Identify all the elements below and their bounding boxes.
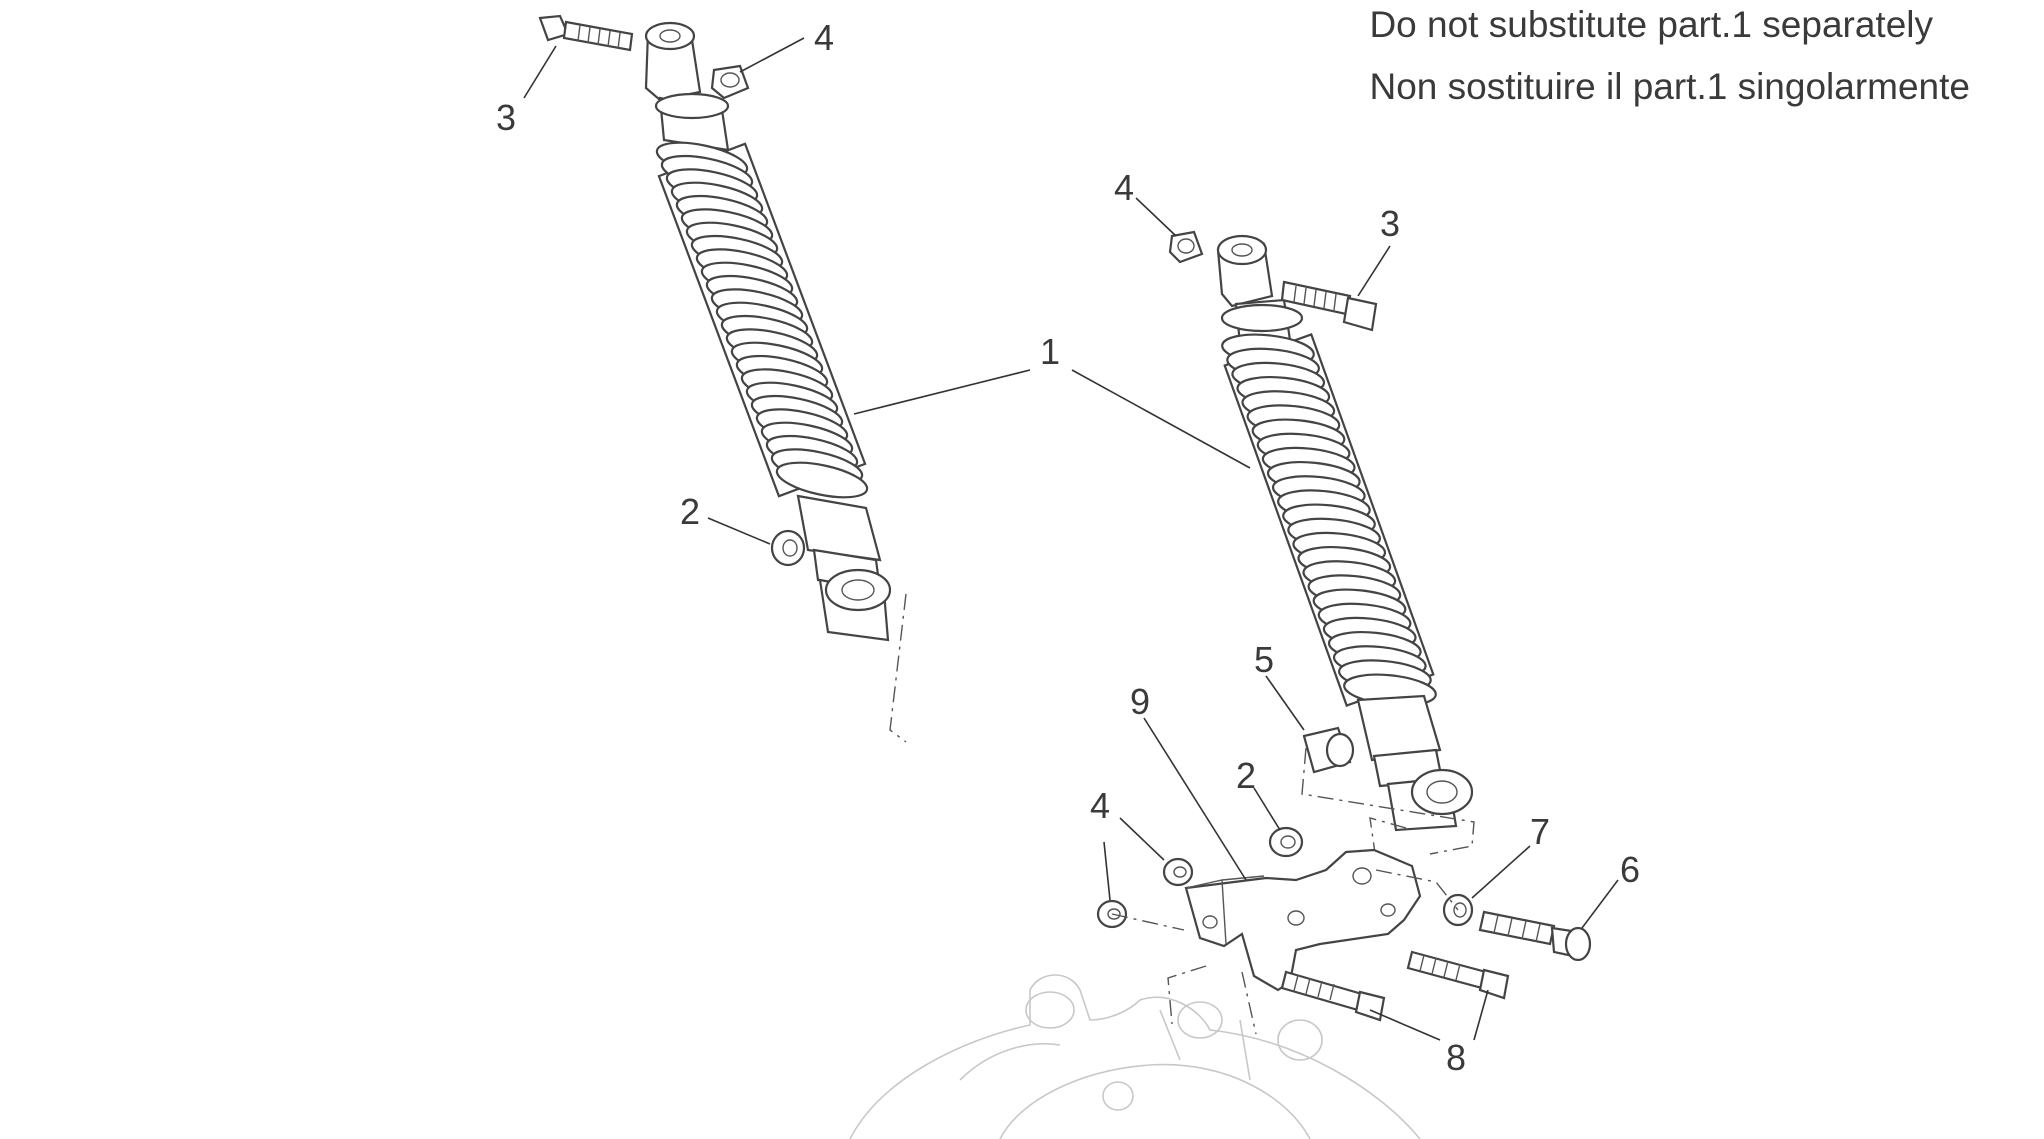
right-upper-nut: [1168, 230, 1204, 264]
left-upper-bolt: [538, 14, 634, 52]
mounting-bracket: [1184, 848, 1422, 992]
left-spring: [655, 141, 869, 499]
engine-casing-outline: [849, 974, 1421, 1139]
right-mount-axis-b: [1369, 817, 1407, 861]
bracket-mount-axis-left: [1111, 913, 1257, 1035]
note-italian: Non sostituire il part.1 singolarmente: [1369, 66, 1970, 107]
callout-2-bracket: 2: [1236, 755, 1256, 796]
callout-4-right: 4: [1114, 167, 1134, 208]
callout-1: 1: [1040, 331, 1060, 372]
bracket-nut-upper: [1162, 857, 1194, 887]
callout-2-left: 2: [680, 491, 700, 532]
callout-8: 8: [1446, 1037, 1466, 1078]
right-spring: [1221, 333, 1437, 707]
bracket-mount-axis-right: [1375, 869, 1459, 911]
callout-9: 9: [1130, 681, 1150, 722]
right-shock-absorber: [1216, 234, 1474, 832]
bracket-spacer: [1268, 826, 1304, 858]
bushing: [1302, 726, 1355, 774]
left-shock-absorber: [644, 21, 892, 642]
callout-3-right: 3: [1380, 203, 1400, 244]
callout-3-left: 3: [496, 97, 516, 138]
left-lower-spacer: [770, 529, 806, 567]
left-mount-axis: [889, 593, 907, 743]
bracket-bolt-upper: [1406, 950, 1510, 1000]
right-upper-bolt: [1280, 280, 1378, 332]
callout-7: 7: [1530, 811, 1550, 852]
callout-5: 5: [1254, 639, 1274, 680]
left-upper-nut: [710, 64, 750, 100]
callout-4-left: 4: [814, 17, 834, 58]
callout-6: 6: [1620, 849, 1640, 890]
socket-head-bolt: [1478, 910, 1592, 962]
leader-lines: [523, 37, 1619, 1041]
right-mount-axis-a: [1301, 747, 1475, 855]
callout-4-bracket: 4: [1090, 785, 1110, 826]
note-english: Do not substitute part.1 separately: [1369, 4, 1933, 45]
bracket-bolt-lower: [1280, 970, 1386, 1022]
